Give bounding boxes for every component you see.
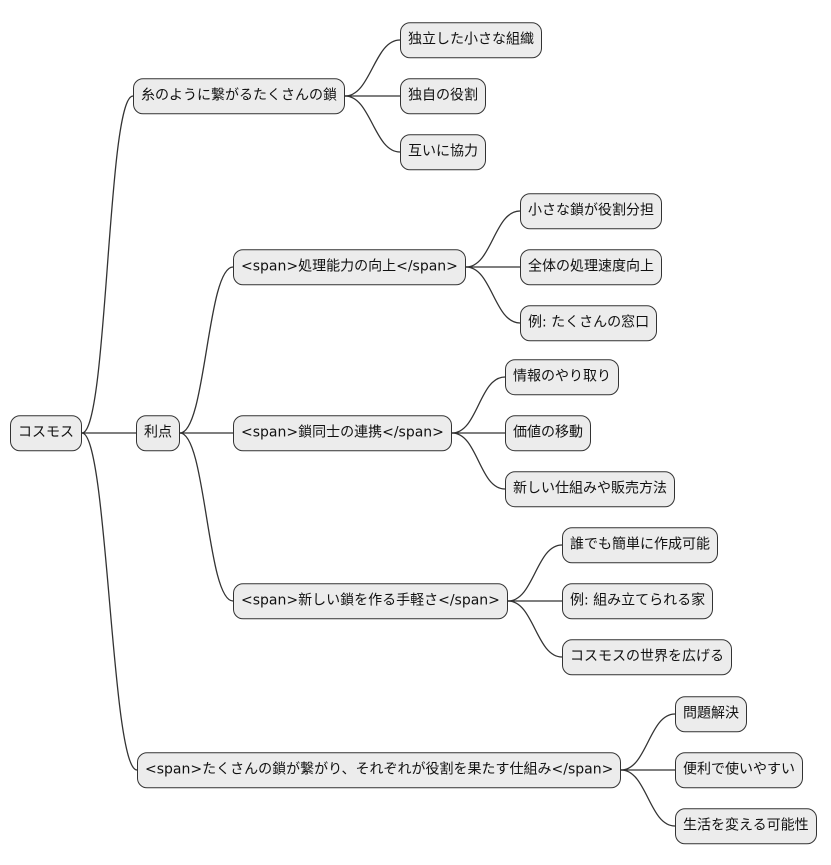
edge-threads-to-threads-3 [344,95,401,153]
edge-root-to-threads [81,95,134,434]
edge-mech-to-mech-1 [620,713,676,771]
mindmap-node-m1: <span>処理能力の向上</span> [233,249,466,285]
mindmap-node-m2-2: 価値の移動 [505,415,591,451]
mindmap-node-m2: <span>鎖同士の連携</span> [233,415,452,451]
edge-m1-to-m1-3 [465,266,521,324]
mindmap-node-m1-1: 小さな鎖が役割分担 [520,193,662,229]
mindmap-node-m3: <span>新しい鎖を作る手軽さ</span> [233,583,508,619]
mindmap-node-m2-3: 新しい仕組みや販売方法 [505,471,675,507]
mindmap-node-mech: <span>たくさんの鎖が繋がり、それぞれが役割を果たす仕組み</span> [137,752,622,788]
edge-m3-to-m3-1 [507,544,563,602]
edge-m2-to-m2-1 [451,376,506,434]
mindmap-node-mech-2: 便利で使いやすい [675,752,803,788]
mindmap-node-threads: 糸のように繋がるたくさんの鎖 [133,78,345,114]
edge-m1-to-m1-1 [465,210,521,268]
mindmap-node-m3-3: コスモスの世界を広げる [562,639,732,675]
edge-root-to-mech [81,432,138,771]
mindmap-node-root: コスモス [10,415,82,451]
mindmap-node-threads-2: 独自の役割 [400,78,486,114]
edge-merits-to-m1 [179,266,234,434]
mindmap-node-threads-1: 独立した小さな組織 [400,22,542,58]
mindmap-node-m3-1: 誰でも簡単に作成可能 [562,527,718,563]
mindmap-node-m2-1: 情報のやり取り [505,359,619,395]
mindmap-node-m1-3: 例: たくさんの窓口 [520,305,658,341]
edge-m2-to-m2-3 [451,432,506,490]
edge-threads-to-threads-1 [344,39,401,97]
mindmap-node-m1-2: 全体の処理速度向上 [520,249,662,285]
edge-merits-to-m3 [179,432,234,602]
mindmap-node-threads-3: 互いに協力 [400,134,486,170]
mindmap-node-m3-2: 例: 組み立てられる家 [562,583,714,619]
mindmap-node-mech-3: 生活を変える可能性 [675,808,817,844]
mindmap-node-merits: 利点 [136,415,180,451]
mindmap-node-mech-1: 問題解決 [675,696,747,732]
edge-m3-to-m3-3 [507,600,563,658]
edge-mech-to-mech-3 [620,769,676,827]
